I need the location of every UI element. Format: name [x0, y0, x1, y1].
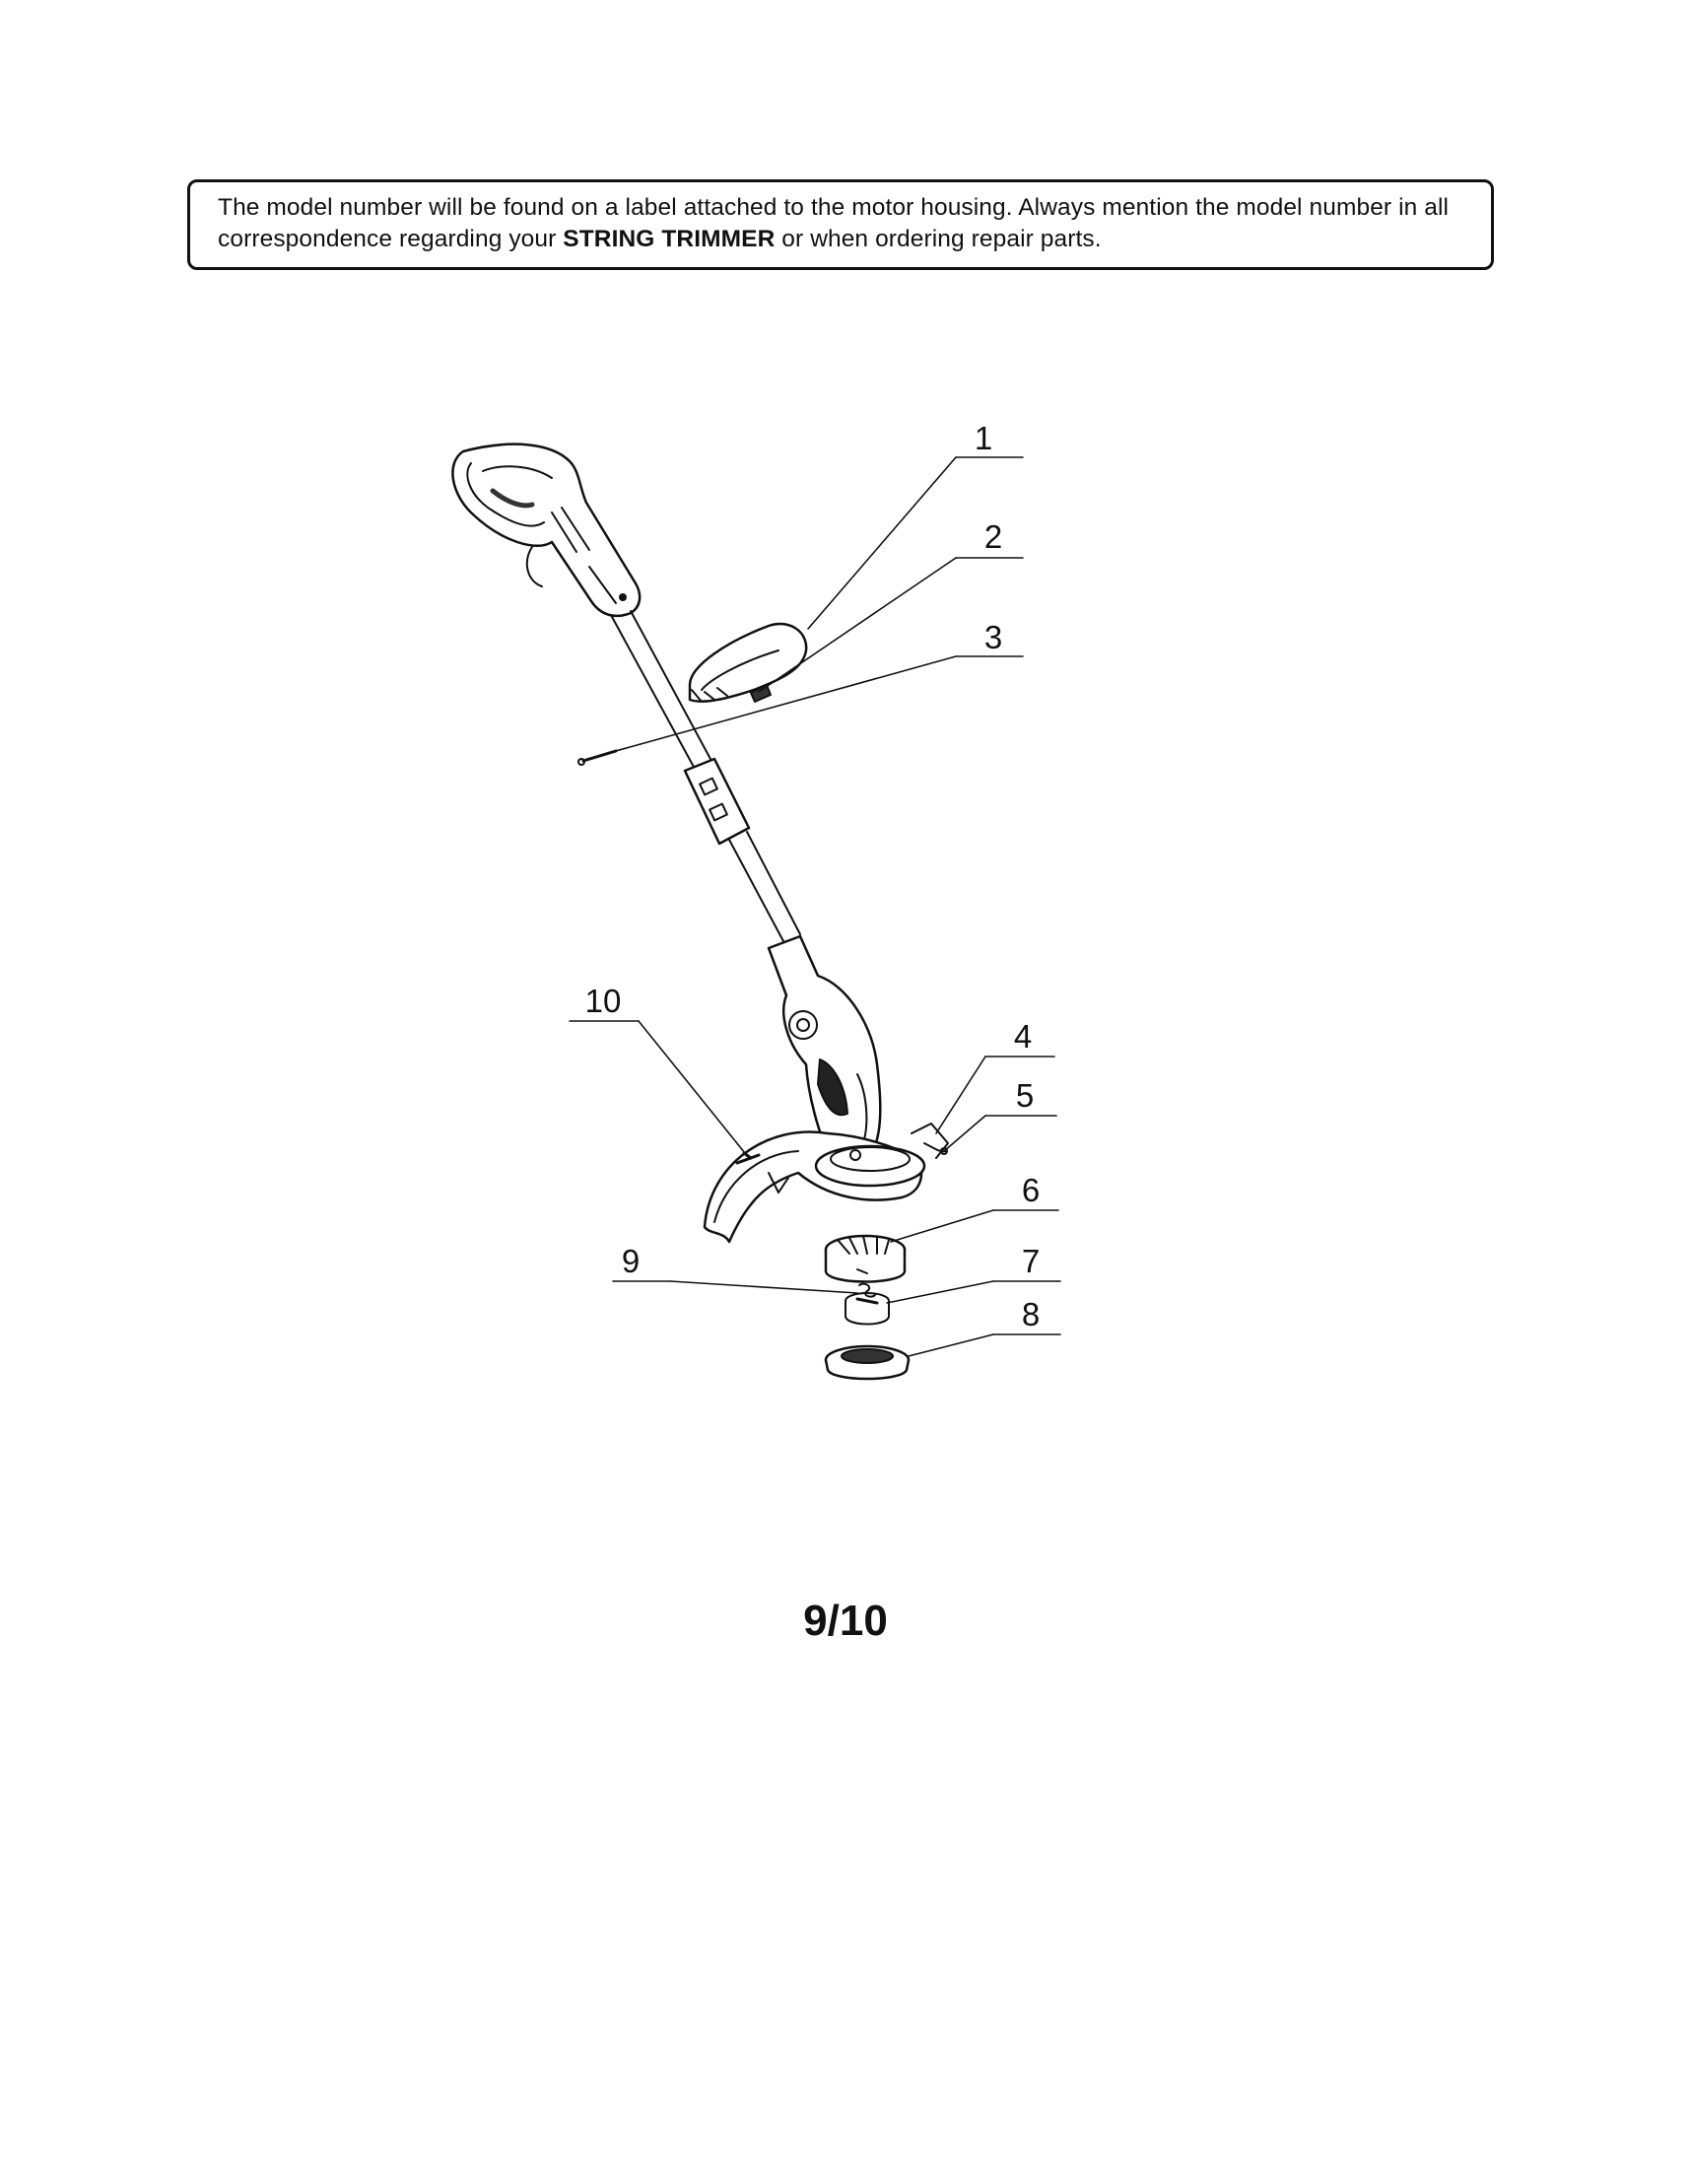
callout-6: 6: [1022, 1172, 1040, 1208]
upper-shaft: [610, 610, 712, 770]
leader-lines: [569, 456, 1061, 1357]
callout-1: 1: [975, 420, 992, 456]
callout-9: 9: [622, 1243, 640, 1279]
model-number-notice: The model number will be found on a labe…: [187, 179, 1494, 270]
notice-product-name: STRING TRIMMER: [563, 226, 776, 252]
callout-5: 5: [1016, 1077, 1034, 1114]
callout-10: 10: [585, 983, 622, 1019]
part-2-knob: [750, 684, 772, 703]
page-number: 9/10: [803, 1597, 888, 1645]
part-6-spool: [824, 1234, 907, 1283]
shaft-collar: [683, 757, 751, 846]
trimmer-handle: [451, 443, 642, 618]
callout-8: 8: [1022, 1296, 1040, 1332]
callout-7: 7: [1022, 1243, 1040, 1279]
notice-text-after: or when ordering repair parts.: [775, 226, 1102, 252]
edging-guide: [911, 1123, 949, 1159]
part-7-inner-spool: [845, 1292, 890, 1326]
part-9-spring: [858, 1282, 876, 1298]
callout-2: 2: [984, 518, 1002, 555]
callout-3: 3: [984, 619, 1002, 655]
notice-text-before: The model number will be found on a labe…: [218, 194, 1450, 252]
callout-4: 4: [1014, 1018, 1032, 1055]
spool-housing: [814, 1144, 926, 1188]
lower-shaft: [728, 831, 801, 942]
part-1-handle-cover: [688, 622, 808, 703]
part-8-spool-cap: [824, 1344, 911, 1381]
motor-housing: [767, 934, 882, 1165]
